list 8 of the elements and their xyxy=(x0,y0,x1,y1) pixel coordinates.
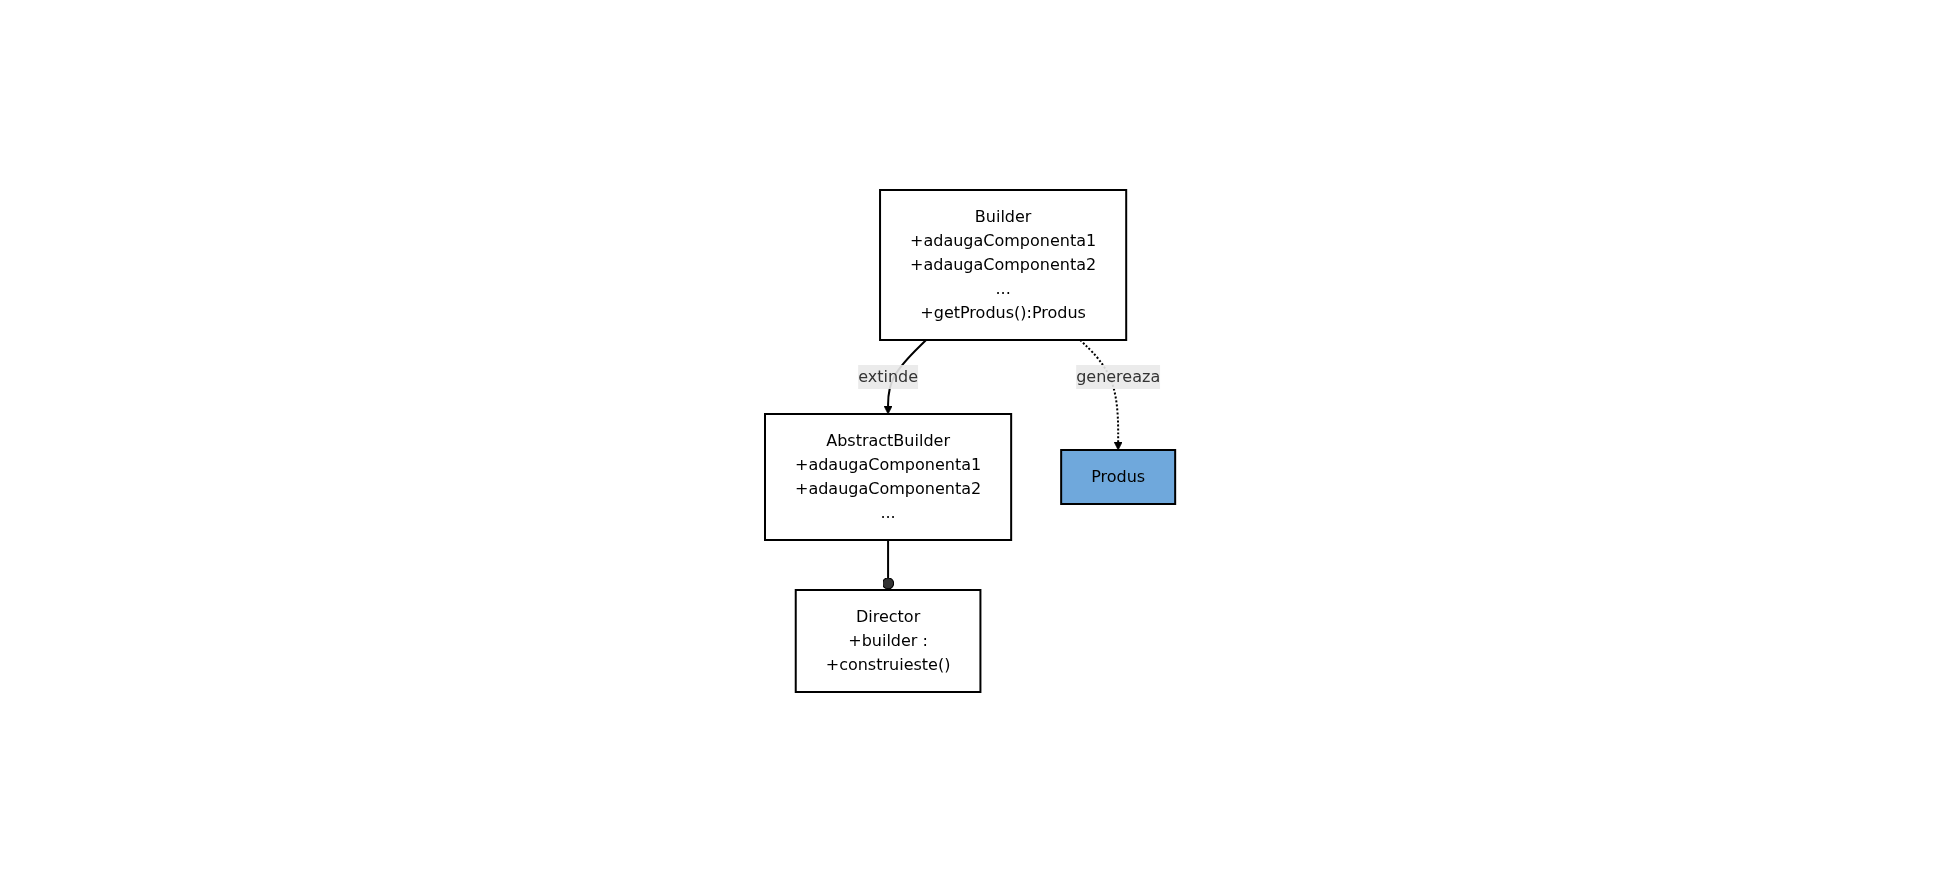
connector xyxy=(882,538,895,591)
node-box: AbstractBuilder +adaugaComponenta1 +adaugaComponenta2 ... xyxy=(764,412,1013,541)
node-box: Director +builder : +construieste() xyxy=(795,588,982,693)
edge-label: extinde xyxy=(858,366,919,386)
node-box: Produs xyxy=(1060,448,1177,505)
edge-label: genereaza xyxy=(1076,366,1161,386)
arrow xyxy=(1079,338,1123,450)
node-box: Builder +adaugaComponenta1 +adaugaComponenta2 ... +getProdus():Produs xyxy=(879,188,1128,341)
